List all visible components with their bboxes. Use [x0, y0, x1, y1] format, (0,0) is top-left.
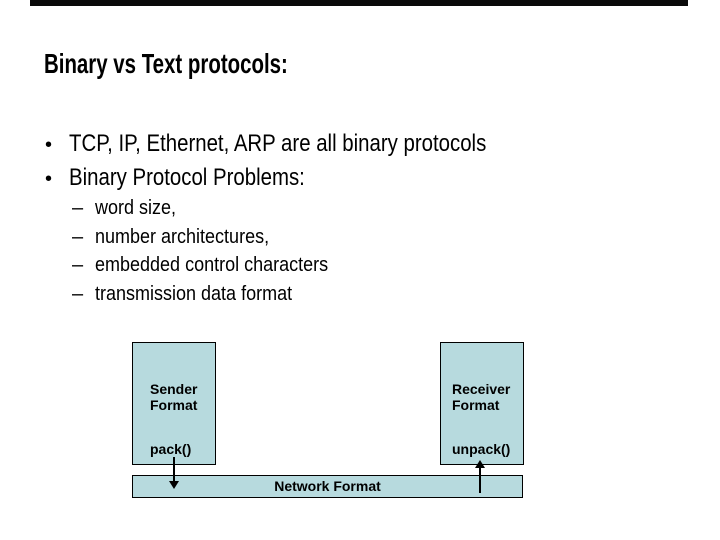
- arrow-down-icon: [169, 481, 179, 489]
- dash-icon: –: [72, 254, 84, 276]
- receiver-format-label: Receiver Format: [452, 381, 510, 413]
- sender-label-line2: Format: [150, 397, 198, 413]
- network-format-bar: Network Format: [132, 475, 523, 498]
- top-border-bar: [30, 0, 688, 6]
- sub-bullet-item: –word size,: [72, 198, 185, 218]
- sub-bullet-item: –transmission data format: [72, 284, 314, 304]
- bullet-item: • TCP, IP, Ethernet, ARP are all binary p…: [45, 132, 560, 157]
- pack-down-arrow-line: [173, 457, 175, 483]
- bullet-text: Binary Protocol Problems:: [69, 164, 305, 191]
- sub-bullet-item: –embedded control characters: [72, 255, 354, 275]
- receiver-format-box: Receiver Format unpack(): [440, 342, 524, 465]
- sub-bullet-text: embedded control characters: [95, 254, 329, 276]
- network-format-label: Network Format: [274, 478, 381, 494]
- bullet-dot-icon: •: [45, 134, 53, 156]
- sub-bullet-text: transmission data format: [95, 283, 293, 305]
- receiver-label-line2: Format: [452, 397, 500, 413]
- sub-bullet-text: word size,: [95, 197, 177, 219]
- slide-title: Binary vs Text protocols:: [44, 50, 378, 78]
- sender-format-label: Sender Format: [150, 381, 197, 413]
- dash-icon: –: [72, 283, 84, 305]
- dash-icon: –: [72, 197, 84, 219]
- bullet-dot-icon: •: [45, 168, 53, 190]
- sender-label-line1: Sender: [150, 381, 198, 397]
- unpack-up-arrow-line: [479, 466, 481, 493]
- unpack-function-label: unpack(): [452, 441, 511, 457]
- receiver-label-line1: Receiver: [452, 381, 511, 397]
- pack-function-label: pack(): [150, 441, 192, 457]
- sender-format-box: Sender Format pack(): [132, 342, 216, 465]
- slide-title-text: Binary vs Text protocols:: [44, 48, 288, 79]
- sub-bullet-item: –number architectures,: [72, 227, 288, 247]
- dash-icon: –: [72, 226, 84, 248]
- arrow-up-icon: [475, 460, 485, 468]
- bullet-text: TCP, IP, Ethernet, ARP are all binary pr…: [69, 130, 487, 157]
- bullet-item: • Binary Protocol Problems:: [45, 166, 346, 191]
- sub-bullet-text: number architectures,: [95, 226, 270, 248]
